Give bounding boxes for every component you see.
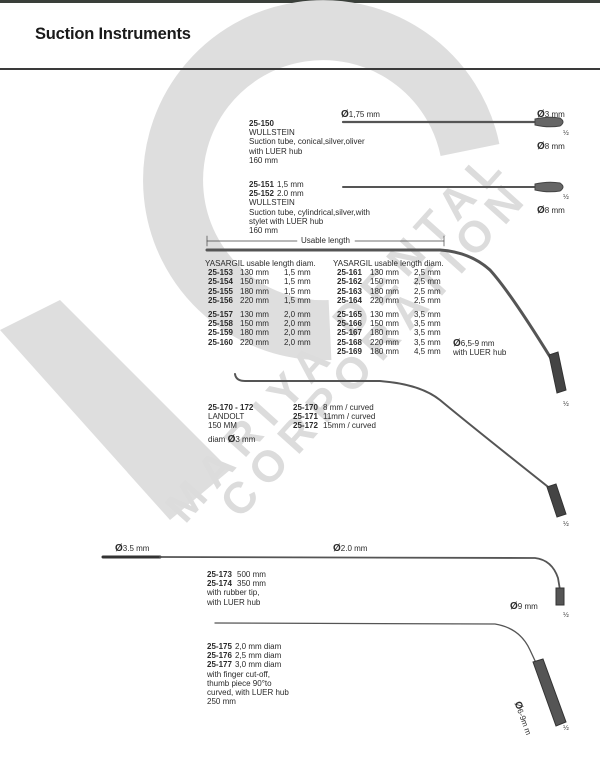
landolt-diameter: diam Ø3 mm <box>208 434 256 445</box>
tip-diameter-label: Ø1,75 mm <box>341 109 380 120</box>
table-header: YASARGIL usable length diam. <box>205 259 316 268</box>
item-code: 25-150 <box>249 119 274 128</box>
instrument-landolt <box>234 373 567 518</box>
item-desc: with LUER hub <box>249 146 303 156</box>
item-desc: Suction tube, conical,silver,oliver <box>249 137 365 147</box>
instrument-long-tube <box>101 555 565 606</box>
tip-diameter-label: Ø3.5 mm <box>115 543 150 554</box>
scale-half-label: ½ <box>563 725 569 732</box>
scale-half-label: ½ <box>563 130 569 137</box>
item-length: 160 mm <box>249 155 278 165</box>
hub-diameter-label: Ø3 mm <box>537 109 565 120</box>
scale-half-label: ½ <box>563 401 569 408</box>
base-diameter-label: Ø8 mm <box>537 205 565 216</box>
item-name: WULLSTEIN <box>249 198 295 208</box>
usable-length-label: Usable length <box>299 236 352 245</box>
title-divider <box>0 68 600 70</box>
hub-diameter-label: Ø9 mm <box>510 601 538 612</box>
base-diameter-label: Ø8 mm <box>537 141 565 152</box>
landolt-description: 25-170 - 172 LANDOLT 150 MM <box>208 403 254 431</box>
usable-length-dimension <box>206 235 445 247</box>
page-title: Suction Instruments <box>35 25 191 43</box>
table-header: YASARGIL usable length diam. <box>333 259 444 268</box>
scale-half-label: ½ <box>563 194 569 201</box>
instrument-finger-tube <box>214 622 567 727</box>
instrument-25-151 <box>342 181 564 193</box>
item-name: WULLSTEIN <box>249 128 295 138</box>
yasargil-hub-note: Ø6,5-9 mm with LUER hub <box>453 338 507 358</box>
item-25-150-description: 25-150 WULLSTEIN Suction tube, conical,s… <box>249 119 365 165</box>
instrument-yasargil <box>205 248 567 394</box>
shaft-diameter-label: Ø2.0 mm <box>333 543 368 554</box>
scale-half-label: ½ <box>563 521 569 528</box>
scale-half-label: ½ <box>563 612 569 619</box>
instrument-25-150 <box>341 116 564 128</box>
